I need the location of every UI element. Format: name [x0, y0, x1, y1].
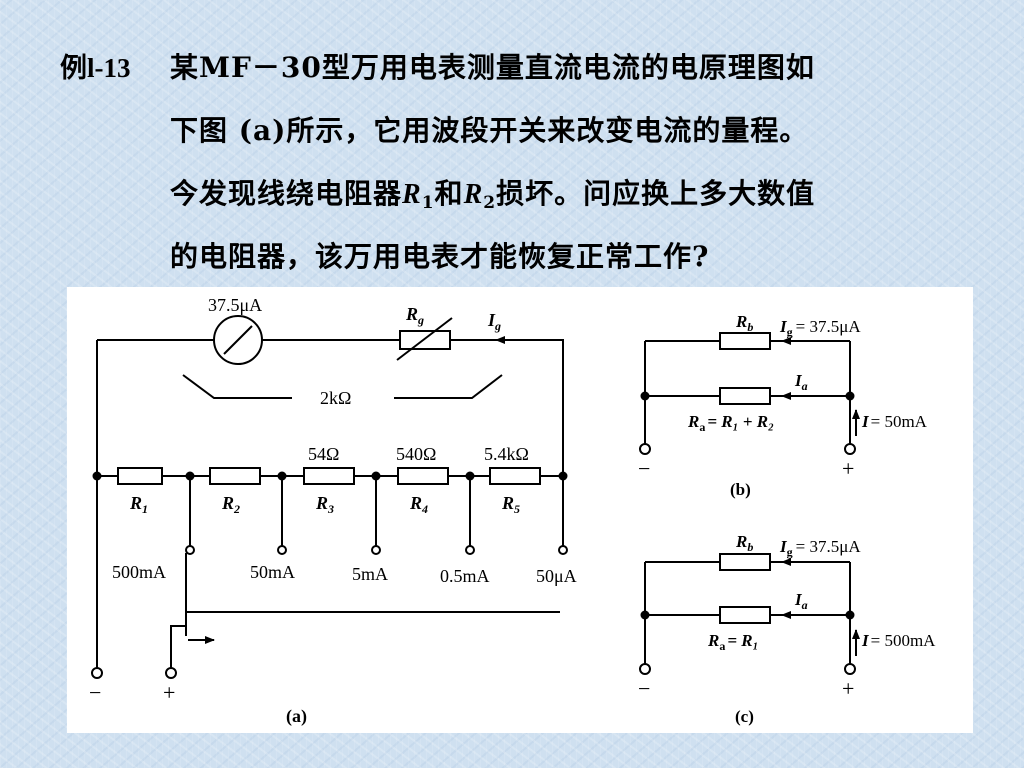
plus-terminal-wire	[170, 625, 186, 668]
ig-label: Ig	[487, 310, 501, 333]
figure-a	[91, 315, 568, 679]
c-ra-resistor	[719, 606, 771, 624]
problem-line-1: 某MF－30型万用电表测量直流电流的电原理图如	[170, 51, 815, 84]
rg-variable-arrow	[396, 317, 453, 361]
r1-symbol: R	[402, 179, 422, 210]
b-i-label: I= 50mA	[861, 412, 928, 431]
figure-b-labels: Rb Ig= 37.5μA Ia Ra= R₁ + R₂ I= 50mA − +…	[638, 312, 928, 499]
r3-label: R3	[315, 493, 334, 516]
figure-a-nodes	[92, 471, 568, 481]
b-ra-label: Ra= R₁ + R₂	[687, 412, 774, 434]
b-rb-resistor	[719, 332, 771, 350]
figure-b-nodes	[640, 391, 855, 401]
r2-label: R2	[221, 493, 240, 516]
minus-terminal	[91, 667, 103, 679]
caption-b: (b)	[730, 480, 751, 499]
problem-statement: 例l-13 某MF－30型万用电表测量直流电流的电原理图如 下图 (a)所示，它…	[0, 0, 1024, 290]
figure-c-nodes	[640, 610, 855, 620]
c-minus-label: −	[638, 676, 650, 701]
tap-500ma-terminal	[185, 545, 195, 555]
r2-symbol: R	[463, 179, 484, 210]
c-plus-terminal	[844, 663, 856, 675]
pot-wire-right	[394, 374, 503, 399]
plus-terminal	[165, 667, 177, 679]
r4-label: R4	[409, 493, 428, 516]
figure-c	[639, 553, 860, 675]
c-ia-label: Ia	[794, 590, 808, 612]
meter-icon	[213, 315, 263, 365]
resistor-r4	[397, 467, 449, 485]
r1-label: R1	[129, 493, 148, 516]
r5-label: R5	[501, 493, 520, 516]
r5-value: 5.4kΩ	[484, 444, 529, 464]
meter-needle	[223, 325, 253, 355]
figure-c-labels: Rb Ig= 37.5μA Ia Ra= R₁ I= 500mA − + (c)	[638, 532, 936, 726]
line3-and: 和	[434, 177, 464, 210]
b-ig-label: Ig= 37.5μA	[779, 317, 861, 339]
tap-5ma-terminal	[371, 545, 381, 555]
b-minus-label: −	[638, 456, 650, 481]
circuit-figure: 37.5μA Rg Ig 2kΩ 54Ω 540Ω 5.4kΩ R1 R2 R3…	[67, 287, 973, 733]
tap-50ua-label: 50μA	[536, 566, 577, 586]
b-ra-resistor	[719, 387, 771, 405]
c-rb-resistor	[719, 553, 771, 571]
problem-line-2: 下图 (a)所示，它用波段开关来改变电流的量程。	[170, 114, 809, 147]
meter-branch-wire	[97, 339, 564, 476]
figure-b	[639, 332, 860, 455]
c-ig-label: Ig= 37.5μA	[779, 537, 861, 559]
circuit-svg: 37.5μA Rg Ig 2kΩ 54Ω 540Ω 5.4kΩ R1 R2 R3…	[89, 295, 936, 727]
rg-label: Rg	[405, 304, 424, 327]
c-rb-label: Rb	[735, 532, 753, 554]
minus-label: −	[89, 680, 101, 705]
tap-50ma-terminal	[277, 545, 287, 555]
tap-5ma-label: 5mA	[352, 564, 388, 584]
pot-label: 2kΩ	[320, 388, 351, 408]
r3-value: 54Ω	[308, 444, 339, 464]
resistor-r2	[209, 467, 261, 485]
resistor-r1	[117, 467, 163, 485]
problem-line-4: 的电阻器，该万用电表才能恢复正常工作?	[170, 240, 710, 273]
tap-500ma-label: 500mA	[112, 562, 166, 582]
pot-wire-left	[182, 374, 292, 399]
tap-50ua-terminal	[558, 545, 568, 555]
plus-label: +	[163, 680, 175, 705]
c-minus-terminal	[639, 663, 651, 675]
tap-05ma-label: 0.5mA	[440, 566, 490, 586]
b-rb-label: Rb	[735, 312, 753, 334]
b-plus-terminal	[844, 443, 856, 455]
problem-number: 例l-13	[60, 53, 131, 83]
tap-05ma-terminal	[465, 545, 475, 555]
b-minus-terminal	[639, 443, 651, 455]
c-i-label: I= 500mA	[861, 631, 936, 650]
caption-a: (a)	[286, 706, 307, 727]
line3-pre: 今发现线绕电阻器	[170, 177, 403, 210]
caption-c: (c)	[735, 707, 754, 726]
problem-line-3: 今发现线绕电阻器R1和R2损坏。问应换上多大数值	[170, 172, 815, 213]
rg-resistor	[399, 330, 451, 350]
figure-a-labels: 37.5μA Rg Ig 2kΩ 54Ω 540Ω 5.4kΩ R1 R2 R3…	[89, 295, 577, 727]
r2-subscript: 2	[483, 193, 497, 213]
b-plus-label: +	[842, 456, 854, 481]
resistor-r5	[489, 467, 541, 485]
c-plus-label: +	[842, 676, 854, 701]
line3-post: 损坏。问应换上多大数值	[496, 177, 816, 210]
meter-label: 37.5μA	[208, 295, 262, 315]
tap-wires	[189, 476, 564, 546]
resistor-r3	[303, 467, 355, 485]
tap-50ma-label: 50mA	[250, 562, 295, 582]
r4-value: 540Ω	[396, 444, 436, 464]
r1-subscript: 1	[421, 193, 435, 213]
c-ra-label: Ra= R₁	[707, 631, 759, 653]
b-ia-label: Ia	[794, 371, 808, 393]
